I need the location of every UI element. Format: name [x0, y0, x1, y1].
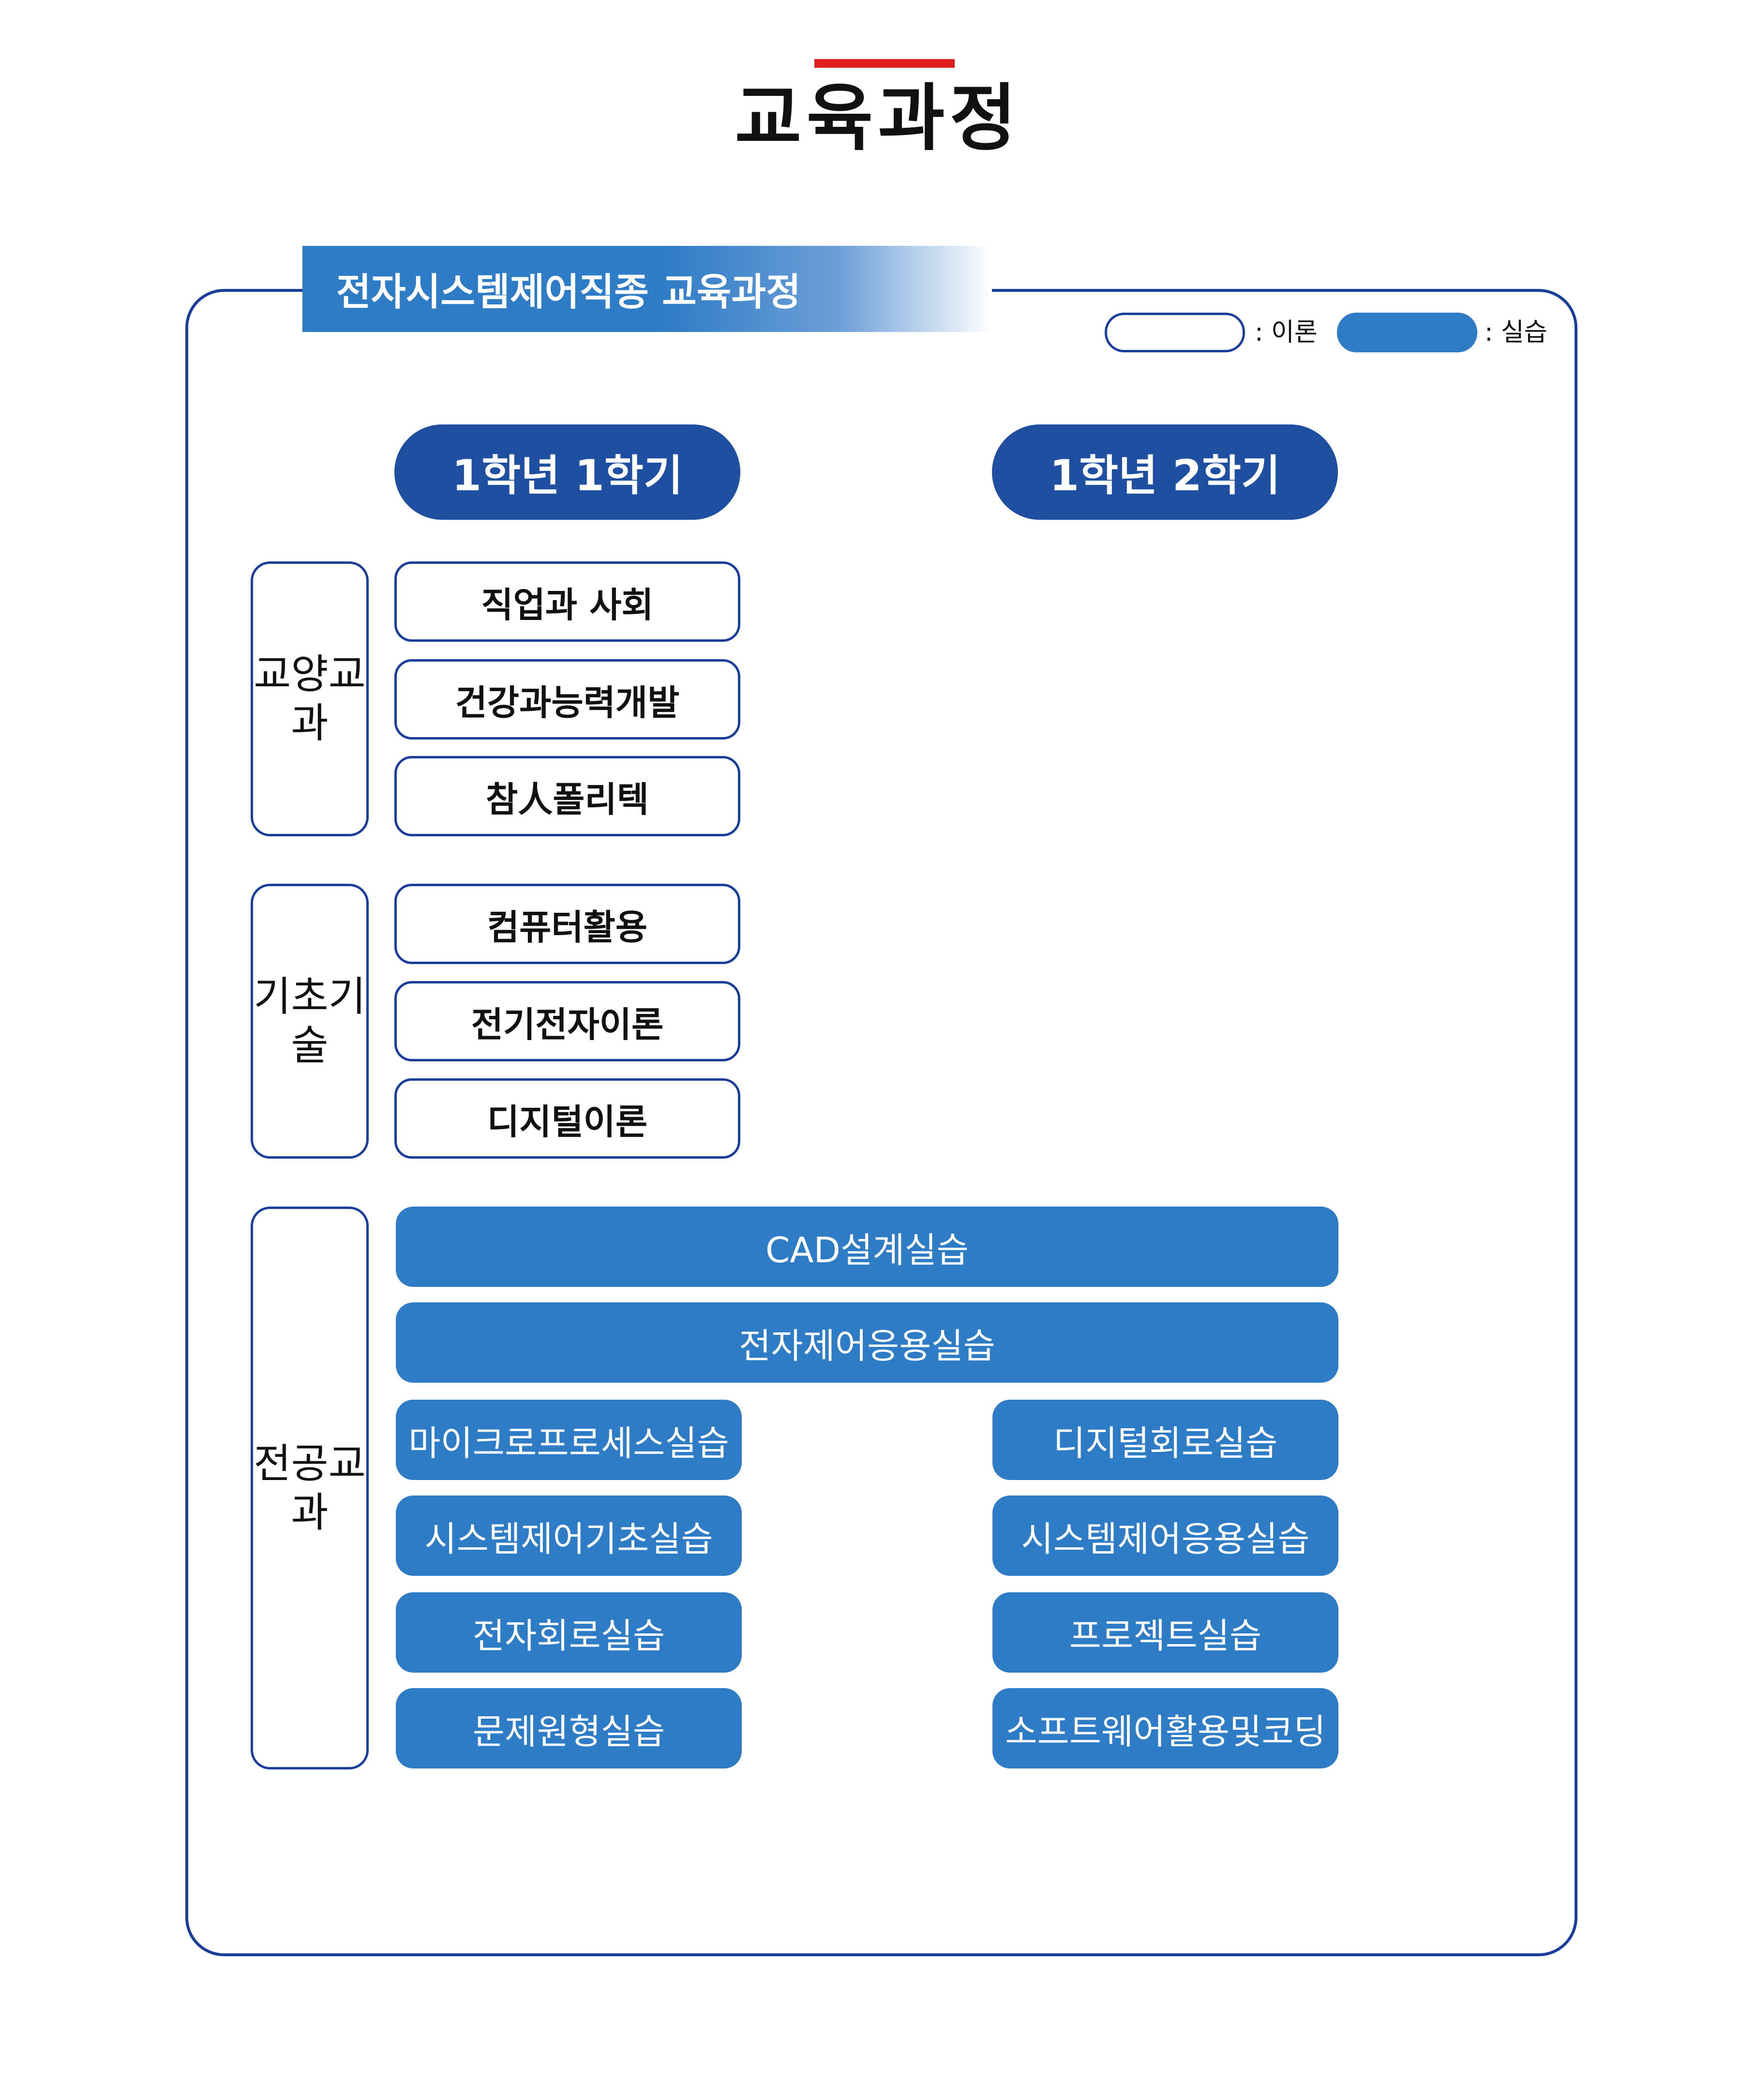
- semester-1-pill: 1학년 1학기: [394, 424, 740, 520]
- legend-theory-swatch: [1105, 313, 1245, 352]
- curriculum-title: 전자시스템제어직종 교육과정: [336, 271, 801, 314]
- page-title: 교육과정: [735, 76, 1021, 161]
- category-major: 전공교과: [251, 1207, 369, 1769]
- course-basic-2: 전기전자이론: [394, 981, 740, 1061]
- title-accent-bar: [814, 59, 955, 68]
- semester-2-pill: 1학년 2학기: [992, 424, 1338, 520]
- course-major-s1-1: 마이크로프로세스실습: [396, 1400, 742, 1480]
- course-major-s2-2: 시스템제어응용실습: [992, 1496, 1338, 1576]
- course-basic-3: 디지털이론: [394, 1078, 740, 1159]
- category-general-label: 교양교과: [254, 650, 366, 747]
- course-major-s2-1: 디지털회로실습: [992, 1400, 1338, 1480]
- category-major-label: 전공교과: [254, 1439, 366, 1536]
- category-general: 교양교과: [251, 561, 369, 836]
- course-major-full-1: CAD설계실습: [396, 1207, 1338, 1287]
- course-major-s2-4: 소프트웨어활용및코딩: [992, 1688, 1338, 1768]
- course-general-3: 참人폴리텍: [394, 756, 740, 836]
- category-basic-label: 기초기술: [254, 973, 366, 1069]
- course-general-1: 직업과 사회: [394, 561, 740, 642]
- course-major-full-2: 전자제어응용실습: [396, 1302, 1338, 1383]
- category-basic: 기초기술: [251, 884, 369, 1159]
- legend-practice-swatch: [1337, 313, 1477, 352]
- course-major-s1-3: 전자회로실습: [396, 1592, 742, 1673]
- legend-theory-label: : 이론: [1255, 318, 1318, 347]
- course-general-2: 건강과능력개발: [394, 659, 740, 740]
- legend-practice-label: : 실습: [1485, 318, 1547, 347]
- course-basic-1: 컴퓨터활용: [394, 884, 740, 964]
- course-major-s2-3: 프로젝트실습: [992, 1592, 1338, 1673]
- course-major-s1-4: 문제원형실습: [396, 1688, 742, 1768]
- curriculum-title-banner: 전자시스템제어직종 교육과정: [302, 246, 992, 332]
- course-major-s1-2: 시스템제어기초실습: [396, 1496, 742, 1576]
